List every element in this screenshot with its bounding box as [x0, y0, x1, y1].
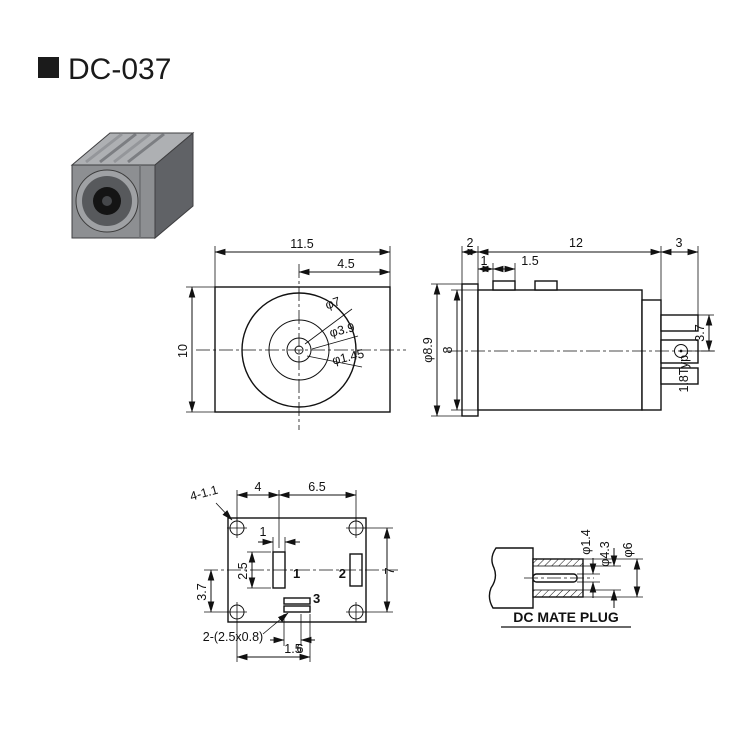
slot-pad-a [283, 597, 311, 605]
plug-caption: DC MATE PLUG [513, 609, 619, 625]
side-pin-lower [660, 367, 699, 385]
front-dim-width: 11.5 [290, 237, 313, 251]
side-body [477, 289, 643, 411]
render-center-pin [102, 196, 112, 206]
bottom-dim-hole-span: 7 [383, 567, 397, 574]
side-dim-body-height: 8 [441, 346, 455, 353]
plug-dim-pin-dia: φ1.4 [579, 529, 593, 555]
side-view: 2 12 3 1 1.5 φ8.9 8 3.7 1.8Typ. [421, 236, 718, 417]
bottom-dim-slot-offset: 1.5 [284, 642, 301, 656]
plug-view: φ1.4 φ4.3 φ6 DC MATE PLUG [488, 529, 643, 628]
side-dim-tab-width: 1.5 [521, 254, 538, 268]
pin3-label: 3 [313, 591, 320, 606]
bottom-dim-slots: 2-(2.5x0.8) [203, 630, 263, 644]
plug-dim-outer-dia: φ6 [621, 542, 635, 557]
part-number-title: DC-037 [68, 53, 171, 86]
side-dim-pin-span: 3.7 [693, 324, 707, 341]
pin1-label: 1 [293, 566, 300, 581]
side-dim-flange-dia: φ8.9 [421, 337, 435, 363]
bottom-dim-holes: 4-1.1 [188, 483, 219, 504]
plug-body [488, 547, 534, 609]
plug-hatch-top [532, 558, 584, 567]
plug-hatch-bottom [532, 589, 584, 598]
side-tab1 [492, 280, 516, 291]
bottom-dim-x2: 6.5 [308, 480, 325, 494]
side-tab2 [534, 280, 558, 291]
side-dim-tab-offset: 1 [481, 254, 488, 268]
front-dim-height: 10 [176, 344, 190, 358]
front-dim-mid-dia: φ3.9 [328, 320, 356, 340]
side-dim-flange: 2 [467, 236, 474, 250]
slot-pad-b [283, 605, 311, 613]
side-pin-upper [660, 314, 699, 332]
pin2-label: 2 [339, 566, 346, 581]
side-mid-tab [660, 339, 699, 364]
side-dim-body-len: 12 [569, 236, 583, 250]
bottom-dim-row-offset: 3.7 [195, 583, 209, 600]
side-rear-block [641, 299, 662, 411]
bottom-dim-x1: 4 [255, 480, 262, 494]
title-square-icon [38, 57, 59, 78]
bottom-dim-pad-height: 2.5 [236, 562, 250, 579]
front-dim-outer-dia: φ7 [323, 294, 342, 312]
side-flange [461, 283, 479, 417]
component-3d-render [70, 131, 195, 240]
front-body-outline [214, 286, 391, 413]
title-block: DC-037 [38, 53, 171, 86]
bottom-dim-pad-width: 1 [260, 525, 267, 539]
side-dim-pin-len: 3 [676, 236, 683, 250]
front-view: 11.5 4.5 10 φ7 φ3.9 φ1.45 [176, 237, 406, 430]
bottom-view: 1 2 3 4 6.5 4-1.1 1 2.5 3.7 7 2-(2.5x0.8… [188, 480, 398, 662]
plug-dim-bore-dia: φ4.3 [598, 541, 612, 567]
side-dim-hole: 1.8Typ. [677, 352, 691, 393]
front-dim-half-width: 4.5 [337, 257, 354, 271]
bottom-dim-slot-span: 6 [297, 642, 304, 656]
